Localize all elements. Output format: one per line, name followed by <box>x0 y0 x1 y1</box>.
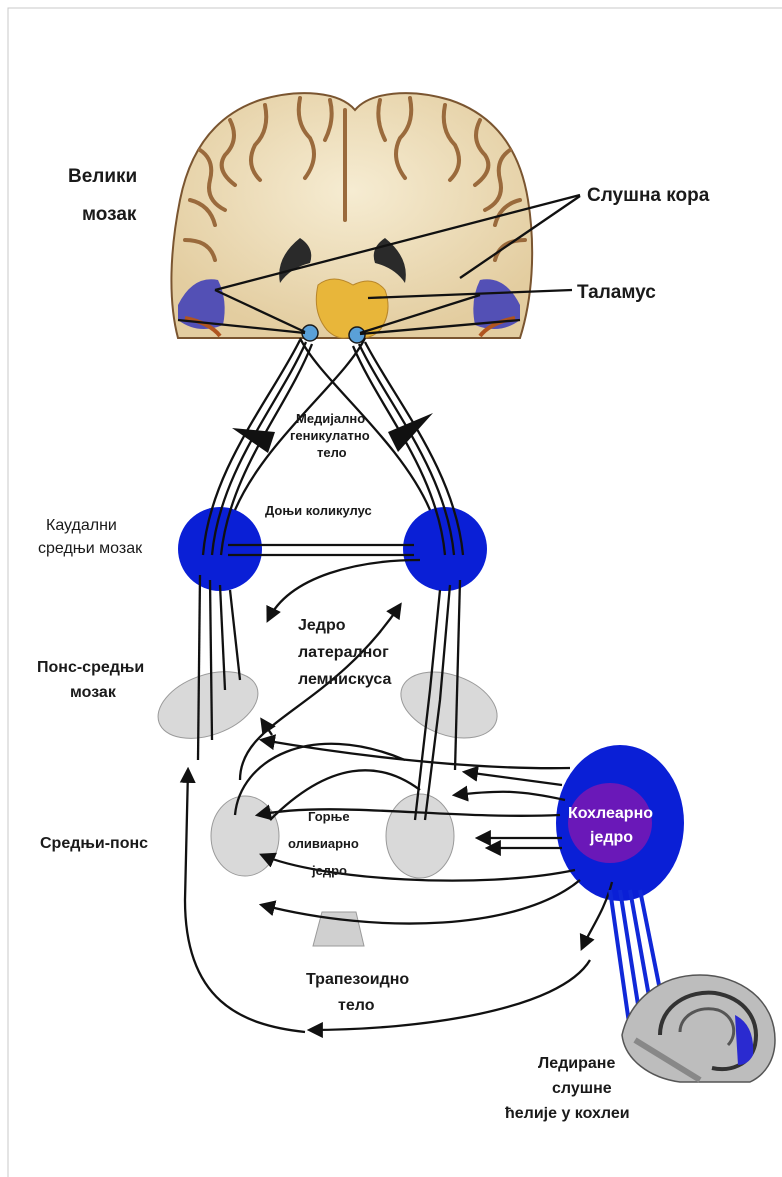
label-hair-cells-1: Ледиране <box>538 1055 615 1072</box>
label-thalamus: Таламус <box>577 282 656 303</box>
label-hair-cells-2: слушне <box>552 1080 612 1097</box>
label-ll-nucleus-1: Једро <box>298 617 346 634</box>
label-trapezoid-body-2: тело <box>338 997 375 1014</box>
label-cerebrum-1: Велики <box>68 166 137 187</box>
label-superior-olive-3: једро <box>311 863 347 878</box>
label-caudal-midbrain-2: средњи мозак <box>38 540 143 557</box>
label-medial-geniculate-1: Медијално <box>296 411 365 426</box>
label-mid-pons: Средњи-понс <box>40 835 148 852</box>
label-superior-olive-1: Горње <box>308 809 350 824</box>
label-cochlear-nucleus-2: једро <box>589 829 633 846</box>
superior-olive-left <box>211 796 279 876</box>
label-superior-olive-2: оливиарно <box>288 836 359 851</box>
label-cochlear-nucleus-1: Кохлеарно <box>568 805 653 822</box>
cochlear-nucleus-inner <box>568 783 652 863</box>
superior-olive-right <box>386 794 454 878</box>
label-hair-cells-3: ћелије у кохлеи <box>505 1105 630 1122</box>
label-auditory-cortex: Слушна кора <box>587 185 710 206</box>
label-ll-nucleus-3: лемнискуса <box>298 671 391 688</box>
label-trapezoid-body-1: Трапезоидно <box>306 971 409 988</box>
label-cerebrum-2: мозак <box>82 204 137 225</box>
label-medial-geniculate-3: тело <box>317 445 347 460</box>
mgb-arrow-left <box>232 428 275 453</box>
inferior-colliculus-left <box>178 507 262 591</box>
label-inferior-colliculus: Доњи коликулус <box>265 503 372 518</box>
label-medial-geniculate-2: геникулатно <box>290 428 370 443</box>
cochlea-image <box>622 975 775 1082</box>
label-caudal-midbrain-1: Каудални <box>46 517 117 534</box>
lateral-lemniscus-nucleus-right <box>392 660 506 751</box>
label-pons-midbrain-1: Понс-средњи <box>37 659 144 676</box>
label-ll-nucleus-2: латералног <box>298 644 389 661</box>
label-pons-midbrain-2: мозак <box>70 684 117 701</box>
lateral-lemniscus-nucleus-left <box>149 659 267 751</box>
